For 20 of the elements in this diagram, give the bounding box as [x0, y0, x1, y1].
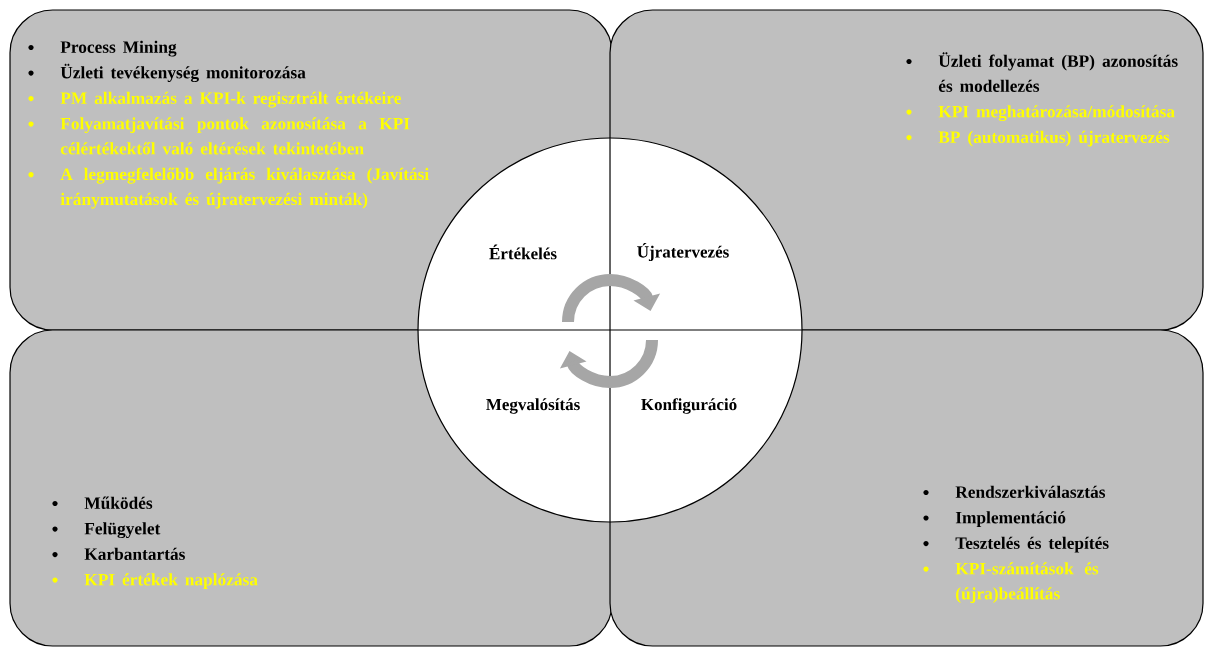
list-item: BP (automatikus) újratervezés [938, 130, 1170, 147]
list-item: KPI értékek naplózása [84, 573, 258, 590]
list-item: Implementáció [955, 511, 1066, 527]
list-item: PM alkalmazás a KPI-k regisztrált értékeire [60, 91, 401, 108]
list-item: Process Mining [60, 40, 177, 57]
phase-label: Értékelés [489, 244, 557, 260]
list-item: Karbantartás [84, 547, 185, 560]
list-item: KPI-számítások és (újra)beállítás [955, 562, 1099, 604]
phase-label: Konfiguráció [641, 398, 737, 414]
list-item: KPI meghatározása/módosítása [938, 105, 1175, 122]
list-item: A legmegfelelőbb eljárás kiválasztása (Javítási iránymutatások és újratervezési minták) [60, 167, 429, 209]
list-item: Felügyelet [84, 522, 161, 539]
list-item: Folyamatjavítási pontok azonosítása a KPI célértékektől való eltérések tekintetében [60, 117, 410, 155]
phase-label: Újratervezés [637, 242, 729, 262]
list-item: Tesztelés és telepítés [955, 536, 1109, 553]
phase-label: Megvalósítás [486, 398, 580, 414]
list-item: Működés [84, 496, 153, 509]
list-item: Üzleti folyamat (BP) azonosítás és modellezés [938, 52, 1178, 92]
list-item: Rendszerkiválasztás [955, 485, 1106, 498]
list-item: Üzleti tevékenység monitorozása [60, 63, 306, 83]
